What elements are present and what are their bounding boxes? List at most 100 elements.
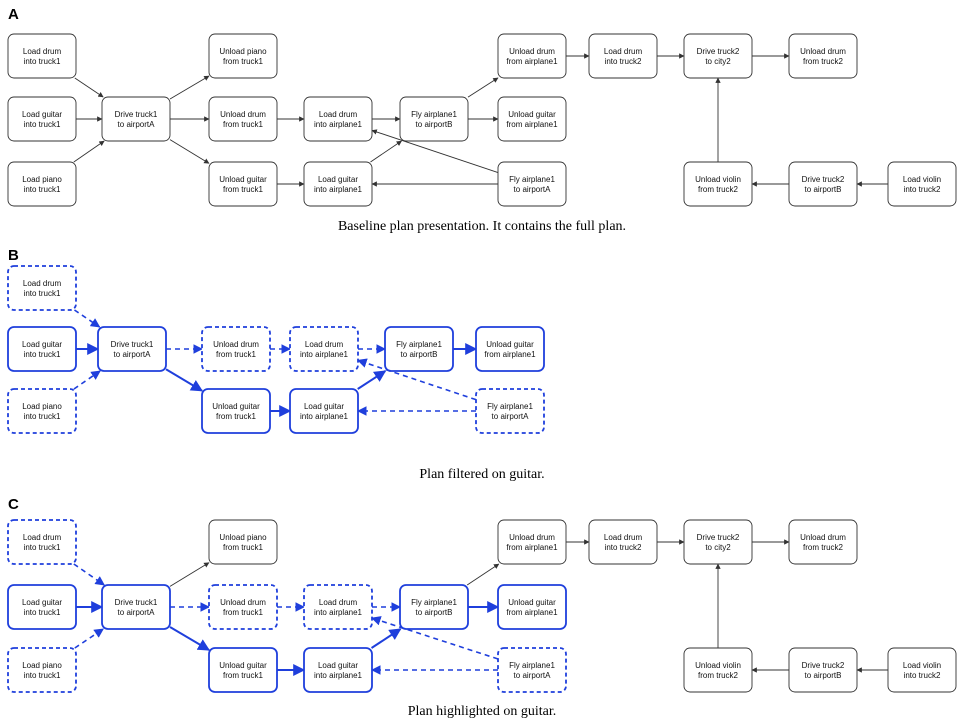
node-label-line: from truck1 — [216, 350, 257, 359]
node-label-line: Fly airplane1 — [487, 402, 533, 411]
node-box — [788, 33, 858, 79]
node-label-line: Load violin — [903, 661, 941, 670]
node-label-line: into airplane1 — [300, 412, 349, 421]
node-label-line: Drive truck1 — [115, 598, 158, 607]
edge-faa-to-lda — [371, 616, 499, 660]
node-label-line: Load piano — [22, 402, 62, 411]
node-label-line: Drive truck2 — [802, 175, 845, 184]
node-label-line: Load piano — [22, 661, 62, 670]
node-box — [101, 584, 171, 630]
node-box — [208, 161, 278, 207]
node-label-line: Drive truck2 — [697, 47, 740, 56]
node-label-line: into truck1 — [24, 57, 61, 66]
node-label-line: into truck1 — [24, 543, 61, 552]
node-box — [683, 519, 753, 565]
node-label-line: from truck2 — [698, 185, 739, 194]
node-box — [788, 161, 858, 207]
node-box — [7, 326, 77, 372]
node-box — [208, 96, 278, 142]
node-box — [475, 388, 545, 434]
node-label-line: to city2 — [705, 57, 731, 66]
node-box — [7, 388, 77, 434]
node-label-line: Fly airplane1 — [411, 598, 457, 607]
node-box — [887, 161, 957, 207]
edge-lga-to-fab — [357, 370, 387, 390]
node-label-line: into truck1 — [24, 608, 61, 617]
node-box — [399, 584, 469, 630]
node-label-line: to city2 — [705, 543, 731, 552]
node-box — [497, 584, 567, 630]
node-box — [683, 647, 753, 693]
node-label-line: Unload drum — [213, 340, 259, 349]
node-label-line: into airplane1 — [314, 120, 363, 129]
node-label-line: into truck1 — [24, 671, 61, 680]
node-label-line: from truck1 — [223, 671, 264, 680]
node-label-line: from airplane1 — [506, 543, 558, 552]
node-label-line: into truck1 — [24, 120, 61, 129]
node-label-line: Unload violin — [695, 661, 741, 670]
node-label-line: from truck2 — [698, 671, 739, 680]
edge-dt1-to-ug1 — [169, 626, 211, 651]
node-box — [588, 33, 658, 79]
node-box — [201, 388, 271, 434]
node-label-line: to airportA — [492, 412, 530, 421]
node-label-line: into truck2 — [605, 57, 642, 66]
node-label-line: from truck2 — [803, 543, 844, 552]
node-box — [201, 326, 271, 372]
node-box — [683, 161, 753, 207]
edge-fab-to-uda — [467, 77, 499, 98]
node-box — [497, 33, 567, 79]
node-label-line: into truck2 — [904, 185, 941, 194]
node-box — [7, 96, 77, 142]
node-label-line: Load violin — [903, 175, 941, 184]
node-label-line: Unload drum — [800, 47, 846, 56]
node-label-line: Load drum — [604, 533, 643, 542]
edge-dt1-to-up1 — [169, 562, 210, 587]
node-label-line: Load guitar — [22, 110, 62, 119]
node-box — [303, 96, 373, 142]
node-box — [7, 519, 77, 565]
node-label-line: to airportA — [114, 350, 152, 359]
node-label-line: Unload violin — [695, 175, 741, 184]
node-box — [683, 33, 753, 79]
edge-dt1-to-ug1 — [169, 139, 210, 164]
edge-dt1-to-up1 — [169, 75, 210, 100]
node-box — [497, 96, 567, 142]
node-label-line: Drive truck2 — [802, 661, 845, 670]
edge-faa-to-lda — [357, 358, 477, 401]
node-label-line: Unload drum — [509, 533, 555, 542]
node-label-line: Load guitar — [304, 402, 344, 411]
node-label-line: Fly airplane1 — [509, 175, 555, 184]
node-label-line: from airplane1 — [506, 120, 558, 129]
node-label-line: to airportA — [118, 120, 156, 129]
node-label-line: Unload drum — [220, 598, 266, 607]
node-label-line: from airplane1 — [506, 608, 558, 617]
node-label-line: into truck1 — [24, 350, 61, 359]
node-label-line: Fly airplane1 — [411, 110, 457, 119]
node-box — [7, 584, 77, 630]
node-box — [497, 647, 567, 693]
node-label-line: Unload guitar — [219, 175, 267, 184]
